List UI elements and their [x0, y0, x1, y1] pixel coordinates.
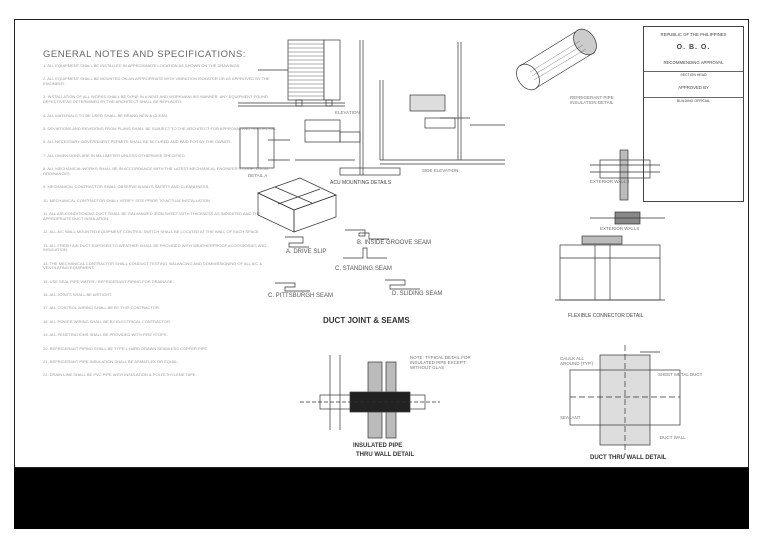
- label-insulated-note: NOTE: TYPICAL DETAIL FOR INSULATED PIPE …: [410, 355, 471, 370]
- notes-list: 1. ALL EQUIPMENT SHALL BE INSTALLED IN A…: [43, 64, 281, 387]
- title-block-country: REPUBLIC OF THE PHILIPPINES: [660, 32, 727, 37]
- title-block-recommending: RECOMMENDING APPROVAL: [663, 60, 724, 65]
- note-item: 1. ALL EQUIPMENT SHALL BE INSTALLED IN A…: [43, 64, 241, 68]
- label-refrigerant-pipe: REFRIGERANT PIPE INSULATION DETAIL: [570, 95, 614, 105]
- label-side-elevation: SIDE ELEVATION: [422, 168, 459, 173]
- title-duct-thru-wall: DUCT THRU WALL DETAIL: [590, 455, 667, 461]
- label-flexible-connector: FLEXIBLE CONNECTOR DETAIL: [568, 313, 644, 319]
- note-item: 19. ALL PENETRATIONS SHALL BE PROVIDED W…: [43, 333, 168, 338]
- title-insulated-pipe-1: INSULATED PIPE: [353, 443, 403, 449]
- label-exterior-walls-1: EXTERIOR WALLS: [590, 179, 630, 184]
- title-duct-joint-seams: DUCT JOINT & SEAMS: [323, 316, 410, 325]
- title-insulated-pipe-2: THRU WALL DETAIL: [356, 452, 415, 458]
- label-sheet-metal-duct: SHEET METAL DUCT: [658, 372, 703, 377]
- note-item: 8. ALL MECHANICAL WORKS SHALL BE IN ACCO…: [43, 167, 269, 176]
- note-item: 20. REFRIGERANT PIPING SHALL BE TYPE L H…: [43, 346, 209, 351]
- label-sealant: SEALANT: [560, 415, 581, 420]
- note-item: 16. ALL JOINTS SHALL BE AIRTIGHT.: [43, 293, 112, 298]
- notes-title: GENERAL NOTES AND SPECIFICATIONS:: [43, 49, 246, 60]
- label-duct-wall: DUCT WALL: [660, 435, 686, 440]
- detail-a-bracket: [239, 127, 290, 169]
- label-caulk-all: CAULK ALL AROUND (TYP.): [560, 356, 594, 366]
- label-acu-mounting: ACU MOUNTING DETAILS: [330, 180, 392, 186]
- title-block-office: O. B. O.: [676, 44, 711, 51]
- insulated-pipe-thruwall-detail: [300, 355, 440, 439]
- note-item: 15. USE SEAL PIPE WATER / REFRIGERANT PI…: [43, 279, 174, 284]
- title-block-official: BUILDING OFFICIAL: [676, 99, 711, 103]
- label-inside-groove: B. INSIDE GROOVE SEAM: [357, 240, 432, 246]
- note-item: 17. ALL CONTROL WIRING SHALL BE BY THIS …: [43, 306, 160, 311]
- note-item: 4. ALL MATERIALS TO BE USED SHALL BE BRA…: [43, 113, 168, 118]
- acu-unit-elevation: [238, 39, 345, 107]
- flexible-connector-detail: [555, 235, 665, 301]
- note-item: 9. MECHANICAL CONTRACTOR SHALL OBSERVE A…: [43, 185, 210, 190]
- note-item: 3. INSTALLATION OF ALL WORKS SHALL BE DO…: [43, 95, 268, 105]
- label-drive-slip: A. DRIVE SLIP: [286, 249, 327, 255]
- label-detail-a: DETAIL A: [248, 173, 268, 178]
- title-block-section-head: SECTION HEAD: [680, 73, 707, 77]
- note-item: 21. REFRIGERANT PIPE INSULATION SHALL BE…: [43, 360, 179, 365]
- duct-thruwall-detail: [569, 345, 681, 455]
- side-elevation: [379, 42, 505, 165]
- note-item: 18. ALL POWER WIRING SHALL BE BY ELECTRI…: [43, 319, 172, 324]
- exterior-wall-detail: [590, 149, 665, 225]
- title-block: REPUBLIC OF THE PHILIPPINES O. B. O. REC…: [643, 26, 744, 202]
- label-standing-seam: C. STANDING SEAM: [335, 266, 392, 272]
- note-item: 10. MECHANICAL CONTRACTOR SHALL VERIFY S…: [43, 198, 212, 203]
- note-item: 6. ALL NECESSARY GOVERNMENT PERMITS SHAL…: [43, 140, 232, 145]
- note-item: 22. DRAIN LINE SHALL BE PVC PIPE WITH IN…: [43, 373, 197, 378]
- seam-profiles: [275, 229, 420, 292]
- note-item: 2. ALL EQUIPMENT SHALL BE MOUNTED ON AN …: [43, 77, 270, 87]
- label-exterior-walls-2: EXTERIOR WALLS: [600, 226, 640, 231]
- refrigerant-pipe-detail: [516, 28, 597, 91]
- note-item: 11. ALL AIR-CONDITIONING DUCT SHALL BE G…: [43, 212, 261, 221]
- footer-black-band: [14, 468, 749, 529]
- duct-box-isometric: [257, 177, 337, 233]
- note-item: 14. THE MECHANICAL CONTRACTOR SHALL COND…: [43, 261, 263, 271]
- note-item: 7. ALL DIMENSIONS ARE IN MILLIMETER UNLE…: [43, 153, 186, 158]
- label-pittsburgh-seam: C. PITTSBURGH SEAM: [268, 293, 334, 299]
- label-sliding-seam: D. SLIDING SEAM: [392, 291, 443, 297]
- note-item: 5. DEVIATIONS AND REVISIONS FROM PLANS S…: [43, 126, 277, 131]
- title-block-approved: APPROVED BY: [678, 85, 709, 90]
- note-item: 13. ALL FRESH AIR DUCT EXPOSED TO WEATHE…: [43, 243, 267, 253]
- acu-mounting-detail: [295, 40, 401, 176]
- label-elevation: ELEVATION: [335, 110, 360, 115]
- note-item: 12. ALL A/C WALL MOUNTED EQUIPMENT CONTR…: [43, 230, 260, 235]
